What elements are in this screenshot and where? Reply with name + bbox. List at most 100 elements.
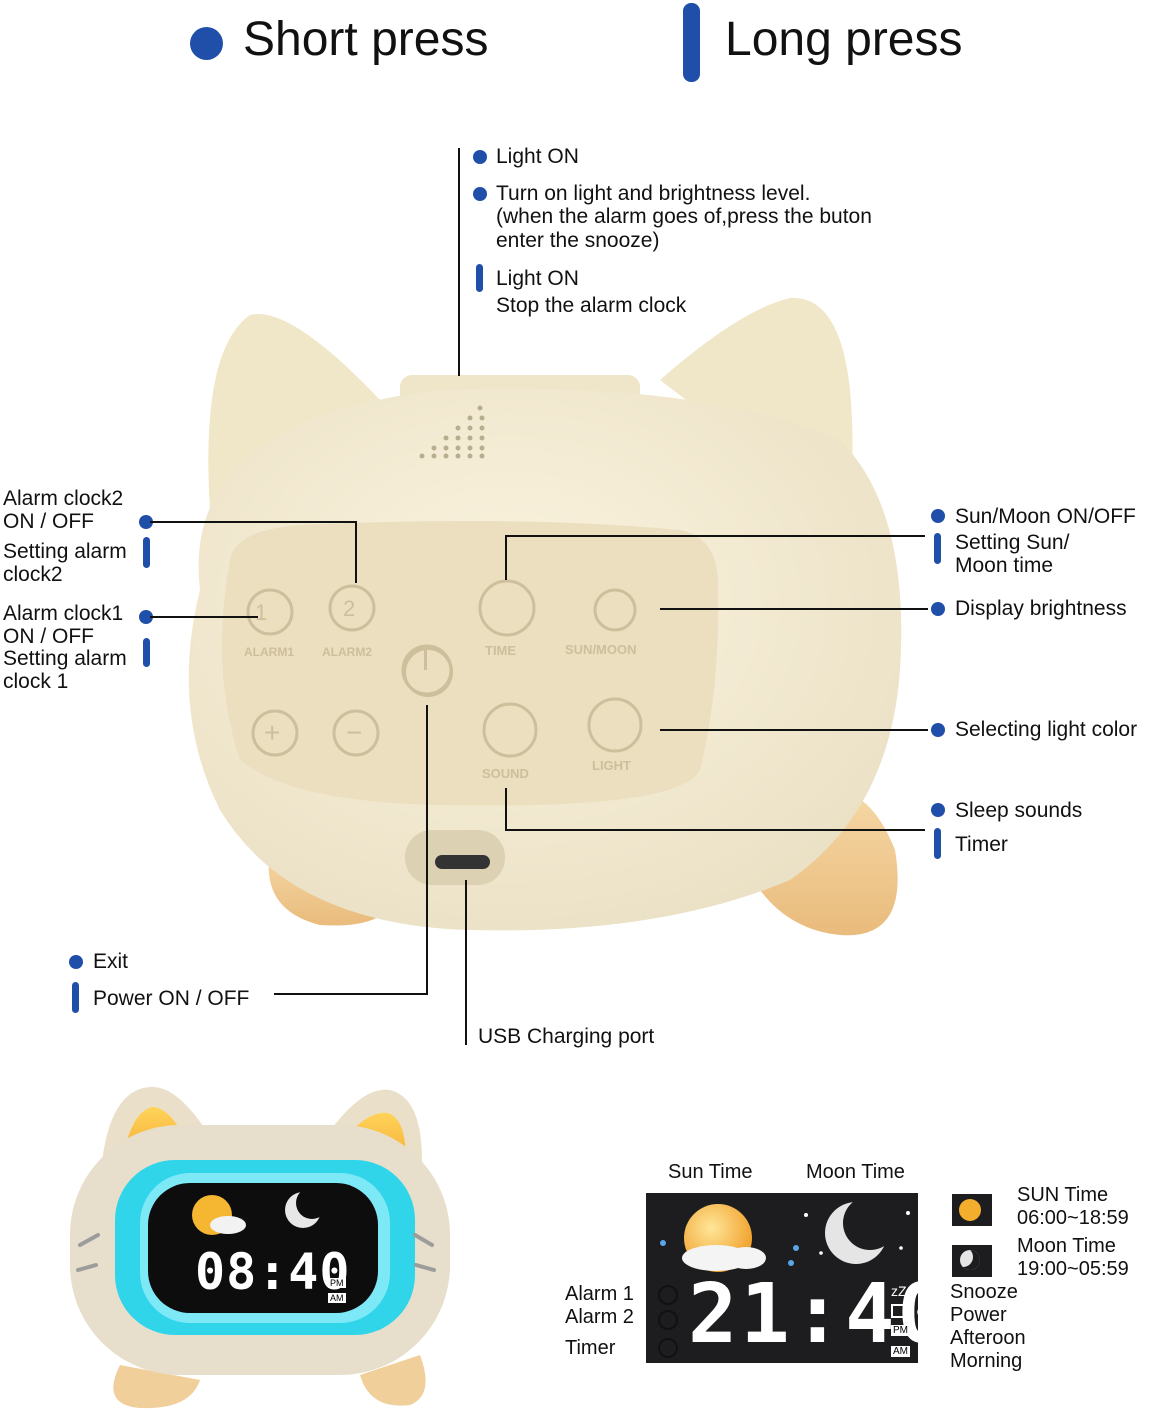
sun-range: 06:00~18:59 — [1017, 1207, 1129, 1229]
moon-range: 19:00~05:59 — [1017, 1258, 1129, 1280]
power-line-v — [426, 705, 428, 995]
alarm2-line-h — [150, 521, 357, 523]
alarm1-icon — [658, 1285, 678, 1305]
brightness-line — [660, 608, 928, 610]
power-label: Power ON / OFF — [93, 987, 250, 1010]
display-alarm2-label: Alarm 2 — [565, 1306, 634, 1328]
top-short-brightness: Turn on light and brightness level. — [496, 182, 811, 205]
power-status-label: Power — [950, 1304, 1007, 1326]
sleep-sounds: Sleep sounds — [955, 799, 1083, 822]
alarm2-long-bar — [143, 537, 150, 568]
sleep-sounds-dot — [931, 803, 945, 817]
moon-range-title: Moon Time — [1017, 1235, 1116, 1257]
long-press-bar — [683, 3, 700, 82]
alarm1-line-h — [150, 616, 258, 618]
sun-range-title: SUN Time — [1017, 1184, 1109, 1206]
svg-text:2: 2 — [343, 596, 355, 621]
sun-mini-disc — [959, 1199, 981, 1221]
light-color-line — [660, 729, 928, 731]
short-press-dot — [190, 27, 223, 60]
time-line-v — [505, 535, 507, 580]
top-long-bar — [476, 264, 483, 292]
alarm2-dot — [139, 515, 153, 529]
top-long-light-on: Light ON — [496, 267, 579, 290]
alarm1-short-a: Alarm clock1 — [3, 602, 124, 625]
display-brightness: Display brightness — [955, 597, 1127, 620]
top-short-note1: (when the alarm goes of,press the buton — [496, 205, 872, 228]
sunmoon-long-a: Setting Sun/ — [955, 531, 1070, 554]
afteroon-label: Afteroon — [950, 1327, 1026, 1349]
timer-icon — [658, 1338, 678, 1358]
sunmoon-dot — [931, 509, 945, 523]
button-panel — [222, 521, 719, 806]
small-clock-time: 08:40 — [195, 1243, 351, 1301]
alarm1-long-b: clock 1 — [3, 670, 69, 693]
alarm2-short-b: ON / OFF — [3, 510, 94, 533]
sunmoon-long-bar — [934, 533, 941, 564]
small-clock-illustration — [70, 1086, 450, 1409]
alarm2-long-a: Setting alarm — [3, 540, 127, 563]
usb-port — [435, 855, 490, 869]
short-press-title: Short press — [243, 13, 489, 66]
svg-text:1: 1 — [255, 600, 267, 625]
power-line-h — [274, 993, 428, 995]
usb-label: USB Charging port — [478, 1025, 655, 1048]
alarm1-long-a: Setting alarm — [3, 647, 127, 670]
brightness-short-dot — [473, 187, 487, 201]
display-timer-label: Timer — [565, 1337, 616, 1359]
svg-text:−: − — [346, 717, 362, 748]
panel-label-sound: SOUND — [482, 766, 529, 781]
top-short-note2: enter the snooze) — [496, 229, 660, 252]
top-short-light-on: Light ON — [496, 145, 579, 168]
display-am: AM — [891, 1346, 910, 1357]
brightness-dot — [931, 602, 945, 616]
light-on-short-dot — [473, 150, 487, 164]
panel-label-alarm1: ALARM1 — [244, 645, 294, 659]
snooze-label: Snooze — [950, 1281, 1018, 1303]
light-color-dot — [931, 723, 945, 737]
sunmoon-short: Sun/Moon ON/OFF — [955, 505, 1136, 528]
alarm2-line-v — [355, 521, 357, 583]
sound-line-h — [505, 829, 925, 831]
sun-time-label: Sun Time — [668, 1161, 753, 1183]
top-callout-line — [458, 148, 460, 376]
exit-label: Exit — [93, 950, 129, 973]
sunmoon-long-b: Moon time — [955, 554, 1054, 577]
morning-label: Morning — [950, 1350, 1023, 1372]
small-clock-pm: PM — [328, 1278, 346, 1288]
display-zz: zZ — [891, 1283, 907, 1299]
timer-bar — [934, 828, 941, 859]
selecting-light-color: Selecting light color — [955, 718, 1138, 741]
small-clock-am: AM — [328, 1293, 346, 1303]
panel-label-sunmoon: SUN/MOON — [565, 642, 637, 657]
timer-label: Timer — [955, 833, 1008, 856]
power-bar — [72, 982, 79, 1013]
display-battery-icon — [891, 1304, 913, 1318]
alarm1-short-b: ON / OFF — [3, 625, 94, 648]
alarm2-short-a: Alarm clock2 — [3, 487, 124, 510]
clock-illustration: 1 2 + − — [188, 297, 902, 936]
time-line-h — [505, 535, 925, 537]
svg-text:+: + — [264, 717, 280, 748]
moon-time-label: Moon Time — [806, 1161, 905, 1183]
panel-label-time: TIME — [485, 643, 517, 658]
alarm1-dot — [139, 610, 153, 624]
moon-mini-crescent — [960, 1250, 980, 1270]
alarm2-long-b: clock2 — [3, 563, 63, 586]
display-screen-art — [660, 1196, 910, 1272]
display-pm: PM — [891, 1325, 910, 1336]
top-long-stop-alarm: Stop the alarm clock — [496, 294, 687, 317]
display-time: 21:40 — [688, 1267, 950, 1362]
usb-line-v — [465, 880, 467, 1045]
exit-dot — [69, 955, 83, 969]
panel-label-light: LIGHT — [592, 758, 631, 773]
long-press-title: Long press — [725, 13, 963, 66]
alarm2-icon — [658, 1310, 678, 1330]
sound-line-v — [505, 788, 507, 830]
speaker-grille — [419, 405, 485, 459]
power-icon — [403, 647, 453, 697]
power-icon-stem — [424, 650, 427, 670]
display-alarm1-label: Alarm 1 — [565, 1283, 634, 1305]
alarm1-long-bar — [143, 638, 150, 667]
panel-label-alarm2: ALARM2 — [322, 645, 372, 659]
